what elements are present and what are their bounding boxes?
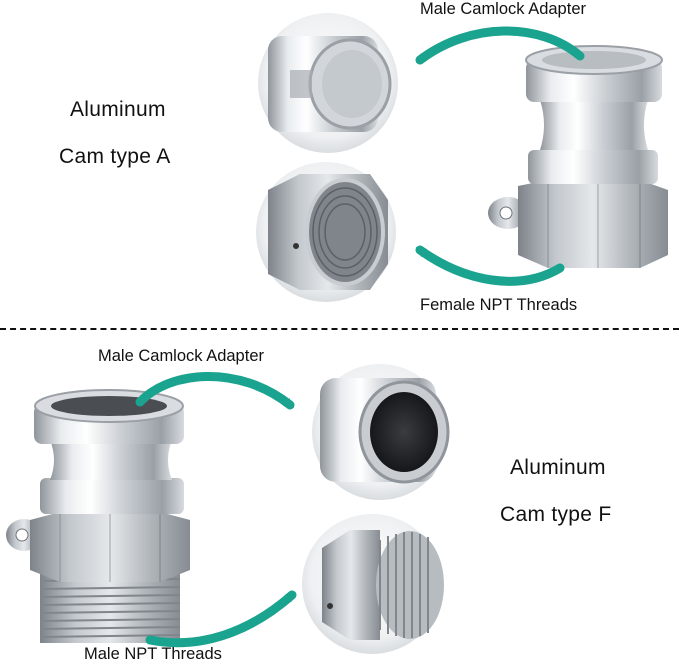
top-detail-camlock-circle [258, 13, 398, 153]
top-arrow-lower [415, 245, 565, 286]
section-divider [0, 328, 679, 330]
top-arrow-upper [415, 26, 585, 65]
bottom-title-line1: Aluminum [510, 456, 606, 479]
top-detail-female-thread-circle [256, 162, 396, 302]
bottom-detail-male-thread-circle [302, 514, 444, 654]
top-title-line2: Cam type A [59, 145, 171, 168]
top-callout-female-npt: Female NPT Threads [420, 296, 578, 314]
bottom-arrow-lower [145, 590, 297, 648]
bottom-cam-type-f-fitting [6, 389, 190, 643]
bottom-callout-male-npt: Male NPT Threads [84, 645, 222, 663]
bottom-title-line2: Cam type F [500, 503, 612, 526]
top-cam-type-a-fitting [488, 45, 668, 268]
top-callout-male-camlock: Male Camlock Adapter [420, 0, 586, 18]
bottom-arrow-upper [135, 372, 295, 410]
top-title-line1: Aluminum [70, 98, 166, 121]
bottom-callout-male-camlock: Male Camlock Adapter [98, 347, 264, 365]
bottom-detail-camlock-circle [312, 364, 450, 500]
